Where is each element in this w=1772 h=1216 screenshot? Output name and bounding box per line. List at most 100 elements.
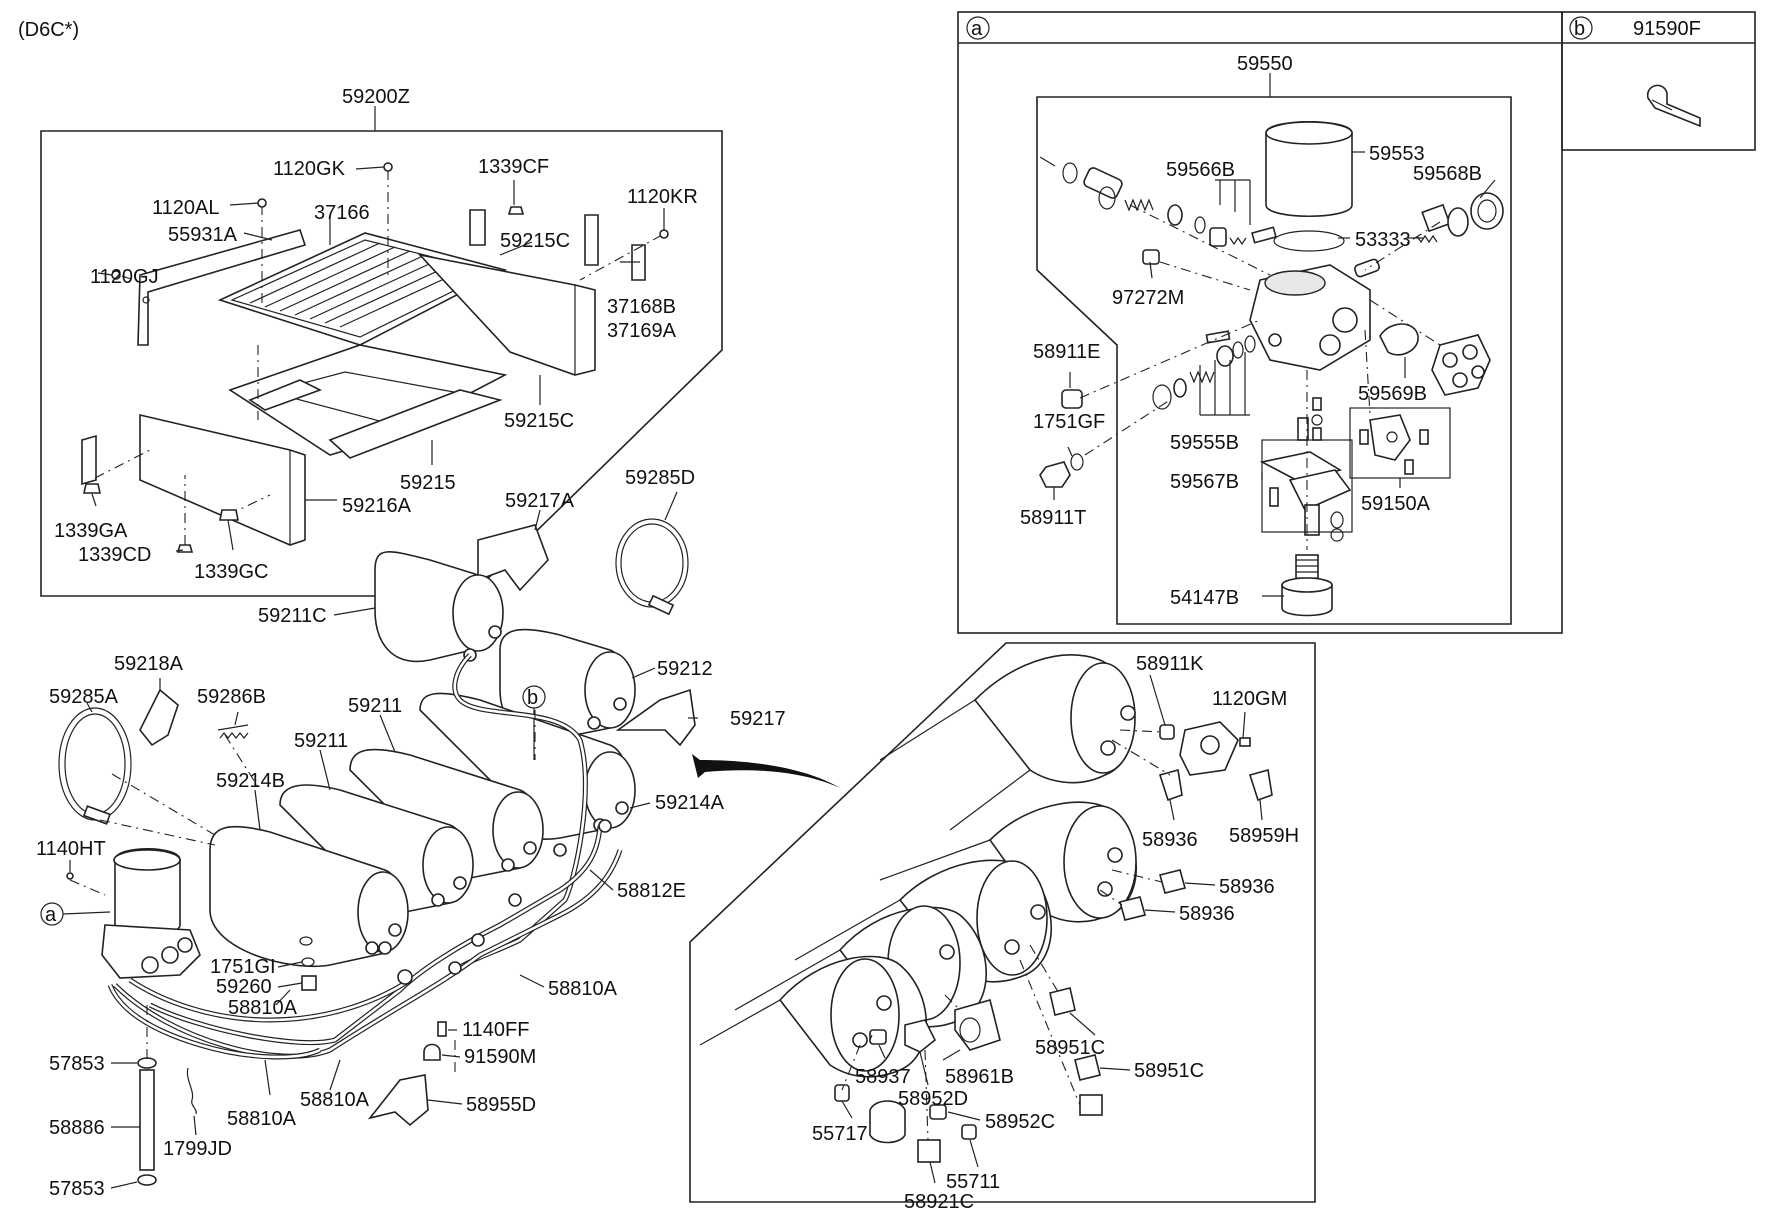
bolt-1140FF — [437, 1021, 447, 1037]
elbow-58952D — [904, 1019, 937, 1053]
label-59217: 59217 — [730, 708, 786, 730]
tray-assembly-frame — [40, 130, 723, 597]
tube-fitting — [598, 819, 612, 833]
label-37169A: 37169A — [607, 320, 677, 342]
strap-band-59285D-inner — [620, 523, 684, 603]
label-59555B: 59555B — [1170, 432, 1239, 454]
strap-bracket-59217 — [615, 688, 696, 747]
detail-port — [1030, 904, 1046, 920]
tube-fitting — [378, 941, 392, 955]
nut-1339CF — [507, 206, 525, 215]
label-1120GK: 1120GK — [273, 158, 346, 180]
detail-tank-3-end — [976, 860, 1048, 976]
valve-seat — [1167, 204, 1183, 226]
label-53333: 53333 — [1355, 229, 1411, 251]
heater-terminal — [1304, 504, 1320, 536]
callout-b-letter-main: b — [527, 687, 538, 709]
o-ring-1751GF — [1070, 453, 1084, 471]
fitting-58937 — [869, 1029, 887, 1045]
diaphragm-plate — [1421, 203, 1451, 233]
small-clip-2 — [584, 214, 599, 266]
valve-insert — [1209, 227, 1227, 247]
detail-panel-fittings: 58911K 1120GM 58936 58959H 58936 58936 5… — [689, 642, 1316, 1213]
heater-element — [1288, 469, 1352, 512]
callout-b-letter: b — [1574, 18, 1585, 40]
label-59211-lower: 59211 — [294, 730, 348, 752]
bracket-58955D — [367, 1074, 429, 1127]
label-37168B: 37168B — [607, 296, 676, 318]
tank-outline — [879, 699, 976, 761]
air-dryer-subframe — [1036, 96, 1512, 625]
label-59216A: 59216A — [342, 495, 412, 517]
label-37166: 37166 — [314, 202, 370, 224]
screw — [1359, 429, 1369, 445]
dryer-port-2 — [1319, 334, 1341, 356]
label-58812E: 58812E — [617, 880, 686, 902]
label-1120AL: 1120AL — [152, 197, 219, 219]
screw — [1404, 459, 1414, 475]
elbow-58959H — [1248, 768, 1273, 802]
snap-ring — [1152, 384, 1172, 410]
tank-port — [587, 716, 601, 730]
strap-band-59285A — [58, 707, 132, 821]
tank-outline — [879, 839, 991, 881]
air-dryer-port — [177, 937, 193, 953]
o-ring-small — [1062, 162, 1078, 184]
label-58951C-2: 58951C — [1134, 1060, 1204, 1082]
panel-b-clip: b 91590F — [1561, 11, 1756, 151]
label-54147B: 54147B — [1170, 587, 1239, 609]
fitting-55711 — [961, 1124, 977, 1140]
air-lines — [107, 653, 623, 1060]
tube-fitting — [508, 893, 522, 907]
label-58911K: 58911K — [1136, 653, 1204, 675]
tank-outline — [734, 949, 841, 1011]
pan-rail-small — [248, 379, 323, 411]
label-97272M: 97272M — [1112, 287, 1184, 309]
air-dryer-unit-top — [113, 849, 181, 871]
tee-58961B — [954, 999, 1001, 1051]
label-58936-2: 58936 — [1219, 876, 1275, 898]
callout-a-leader — [62, 911, 111, 915]
label-58936-3: 58936 — [1179, 903, 1235, 925]
tank-port — [453, 876, 467, 890]
elbow-58952C — [929, 1104, 947, 1120]
bolt-1120GM — [1239, 737, 1251, 747]
valve-plate — [1205, 330, 1231, 344]
detail-port — [852, 1032, 868, 1048]
fitting-97272M — [1142, 249, 1160, 265]
detail-port — [1004, 939, 1020, 955]
label-59285A: 59285A — [49, 686, 119, 708]
piston — [1083, 167, 1123, 199]
label-58952C: 58952C — [985, 1111, 1055, 1133]
detail-tank-5-end — [830, 958, 900, 1072]
strap-buckle — [647, 594, 675, 616]
small-pin — [1312, 397, 1322, 411]
hose-58886 — [139, 1069, 155, 1171]
tank-port — [388, 923, 402, 937]
clip-91590F — [1646, 84, 1701, 128]
label-58810A-1: 58810A — [228, 997, 298, 1019]
tank-outline — [699, 999, 781, 1046]
label-1751GI: 1751GI — [210, 956, 276, 978]
bolt-1120AL — [257, 198, 267, 208]
tube-fitting — [553, 843, 567, 857]
dash-line — [94, 449, 151, 479]
label-59214B: 59214B — [216, 770, 285, 792]
wire-1799JD — [186, 1067, 197, 1115]
label-59200Z: 59200Z — [342, 86, 410, 108]
dryer-dash-lines — [1079, 204, 1441, 550]
air-tank-assembly: a b — [36, 467, 786, 1200]
label-1339CF: 1339CF — [478, 156, 549, 178]
dash-line — [121, 275, 141, 283]
air-dryer-valve-body — [101, 924, 201, 979]
drain-valve-body — [1281, 584, 1333, 617]
bolt-hole — [142, 296, 150, 304]
label-59215C-upper: 59215C — [500, 230, 570, 252]
pin — [1039, 156, 1056, 167]
callout-b-circle — [1569, 16, 1593, 40]
label-59218A: 59218A — [114, 653, 184, 675]
callout-a-letter: a — [971, 18, 983, 40]
label-59215: 59215 — [400, 472, 456, 494]
clip-91590M — [423, 1043, 441, 1061]
o-ring-53333 — [1273, 230, 1345, 252]
